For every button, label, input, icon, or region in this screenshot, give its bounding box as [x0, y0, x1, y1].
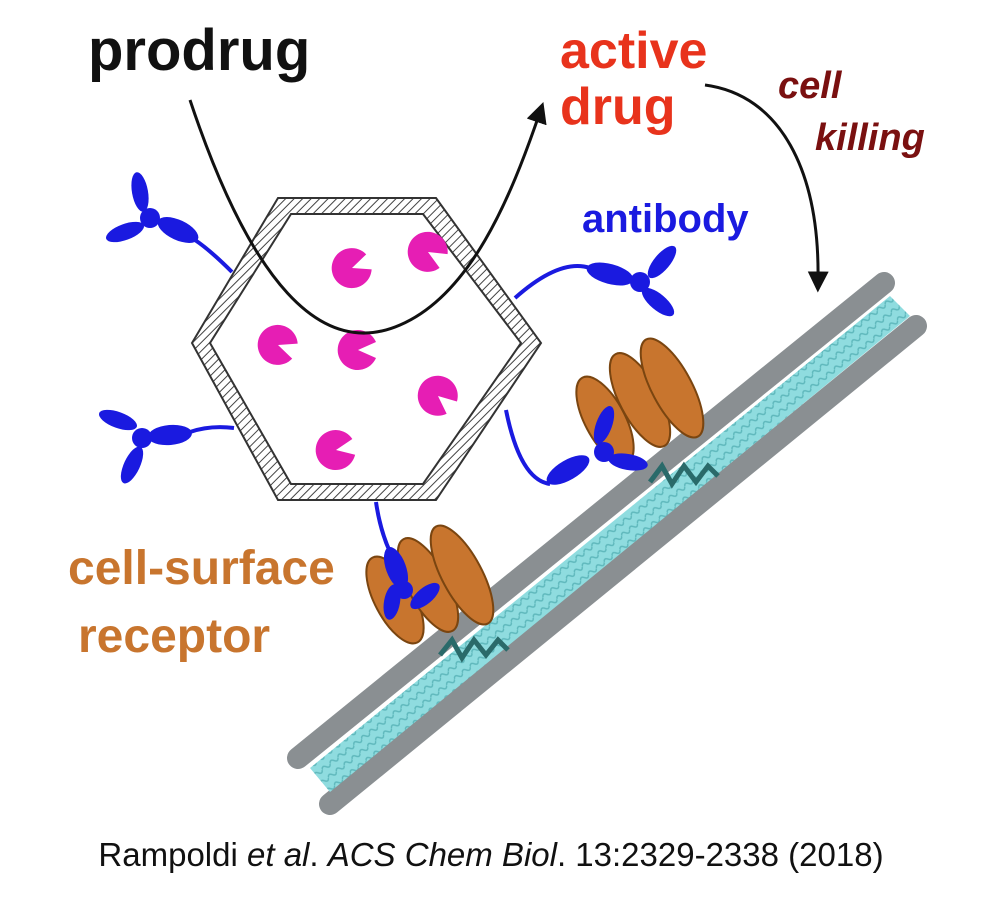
- antibody-top-left: [106, 172, 234, 274]
- citation-sep: .: [309, 836, 328, 873]
- citation-etal: et al: [247, 836, 310, 873]
- drug-particles: [257, 231, 458, 471]
- antibody-right: [513, 245, 677, 317]
- cell-killing-label-line2: killing: [815, 117, 925, 159]
- drug-particle: [337, 329, 376, 370]
- antibody-bound-right: [504, 406, 648, 486]
- antibody-left: [99, 409, 235, 484]
- antibody-label: antibody: [582, 197, 749, 241]
- active-drug-label-line2: drug: [560, 78, 676, 136]
- cell-membrane: [287, 272, 927, 815]
- receptor-label-line2: receptor: [78, 610, 270, 663]
- antibody-bound-bottom: [374, 501, 440, 620]
- cell-killing-arrow: [704, 83, 829, 293]
- citation-details: . 13:2329-2338 (2018): [556, 836, 884, 873]
- active-drug-label-line1: active: [560, 22, 707, 80]
- citation-journal: ACS Chem Biol: [327, 836, 557, 873]
- prodrug-arrow: [188, 99, 547, 335]
- drug-particle: [257, 324, 298, 365]
- antibodies: [99, 172, 677, 620]
- prodrug-label: prodrug: [88, 18, 310, 83]
- drug-particle: [407, 231, 448, 272]
- citation-author: Rampoldi: [98, 836, 247, 873]
- drug-particle: [315, 430, 356, 471]
- receptor-label-line1: cell-surface: [68, 542, 335, 595]
- citation: Rampoldi et al. ACS Chem Biol. 13:2329-2…: [0, 836, 982, 874]
- drug-particle: [331, 248, 372, 289]
- cell-killing-label-line1: cell: [778, 65, 843, 107]
- nanoparticle-hexagon: [190, 197, 543, 501]
- drug-particle: [417, 375, 458, 416]
